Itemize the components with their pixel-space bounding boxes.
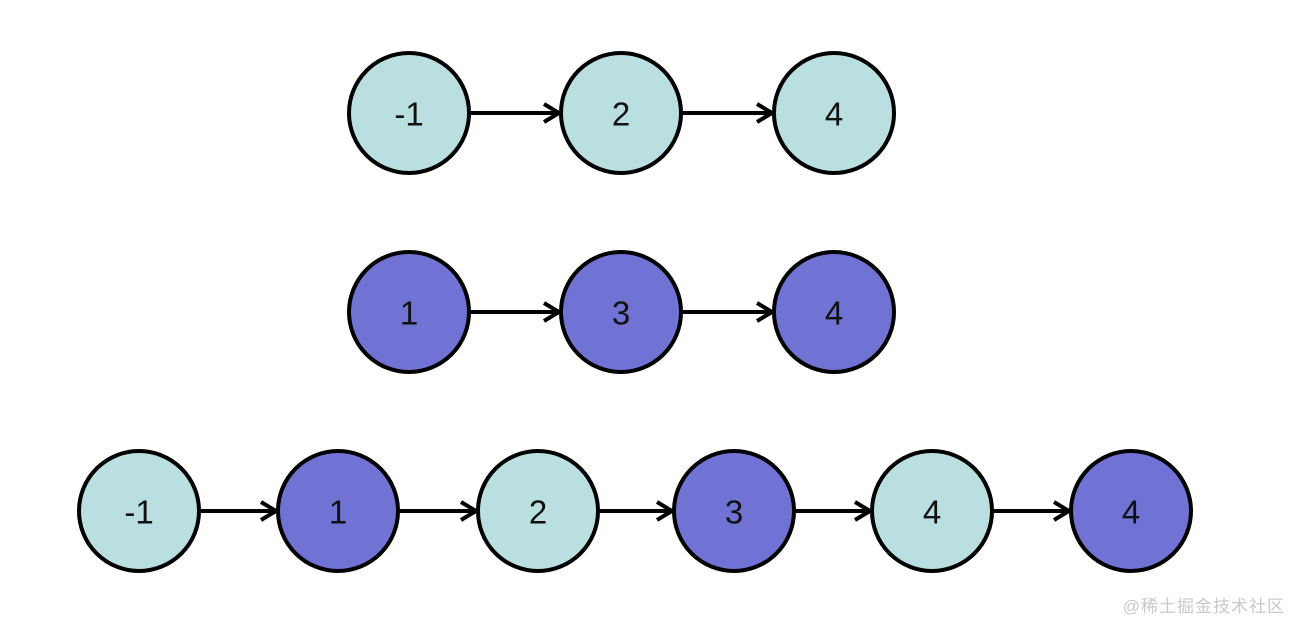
- node-circle[interactable]: [559, 250, 683, 374]
- node-circle[interactable]: [672, 449, 796, 573]
- node-circle[interactable]: [559, 51, 683, 175]
- node-value-label: 3: [725, 494, 743, 531]
- node-circle[interactable]: [476, 449, 600, 573]
- node-circle[interactable]: [772, 250, 896, 374]
- node-list-a-1[interactable]: 2: [559, 51, 683, 175]
- node-merged-list-2[interactable]: 2: [476, 449, 600, 573]
- node-circle[interactable]: [77, 449, 201, 573]
- node-circle[interactable]: [347, 51, 471, 175]
- node-value-label: 4: [825, 96, 843, 133]
- edge-arrow: [201, 500, 280, 522]
- node-value-label: -1: [394, 96, 423, 133]
- node-circle[interactable]: [347, 250, 471, 374]
- node-circle[interactable]: [870, 449, 994, 573]
- node-merged-list-0[interactable]: -1: [77, 449, 201, 573]
- node-list-a-0[interactable]: -1: [347, 51, 471, 175]
- node-value-label: 4: [923, 494, 941, 531]
- node-list-b-1[interactable]: 3: [559, 250, 683, 374]
- edge-arrow: [796, 500, 874, 522]
- node-list-a-2[interactable]: 4: [772, 51, 896, 175]
- node-value-label: 2: [612, 96, 630, 133]
- node-merged-list-1[interactable]: 1: [276, 449, 400, 573]
- node-value-label: 4: [1122, 494, 1140, 531]
- watermark-text: @稀土掘金技术社区: [1122, 597, 1285, 616]
- node-value-label: 1: [329, 494, 347, 531]
- node-value-label: 3: [612, 295, 630, 332]
- edge-arrow: [400, 500, 480, 522]
- edge-arrow: [471, 301, 563, 323]
- edge-arrow: [683, 301, 776, 323]
- node-circle[interactable]: [276, 449, 400, 573]
- node-merged-list-4[interactable]: 4: [870, 449, 994, 573]
- node-list-b-0[interactable]: 1: [347, 250, 471, 374]
- node-list-b-2[interactable]: 4: [772, 250, 896, 374]
- node-value-label: 1: [400, 295, 418, 332]
- edge-arrow: [994, 500, 1073, 522]
- node-circle[interactable]: [1069, 449, 1193, 573]
- node-value-label: 4: [825, 295, 843, 332]
- edge-arrow: [683, 102, 776, 124]
- node-merged-list-3[interactable]: 3: [672, 449, 796, 573]
- node-merged-list-5[interactable]: 4: [1069, 449, 1193, 573]
- edge-arrow: [600, 500, 676, 522]
- node-circle[interactable]: [772, 51, 896, 175]
- node-value-label: 2: [529, 494, 547, 531]
- edge-arrow: [471, 102, 563, 124]
- node-value-label: -1: [124, 494, 153, 531]
